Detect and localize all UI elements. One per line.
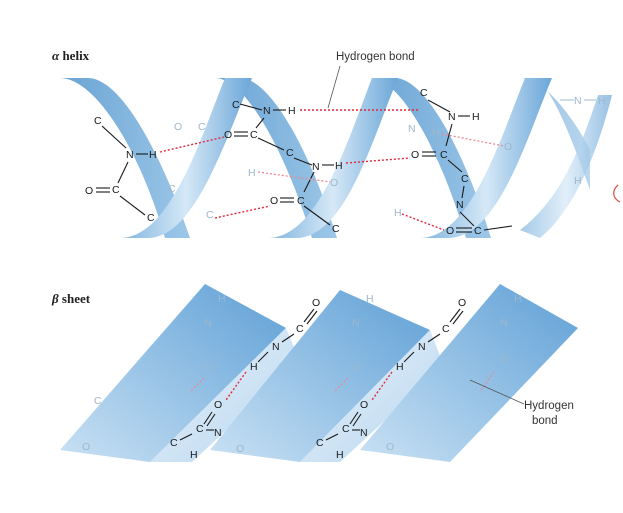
atom-c: C	[168, 183, 176, 195]
atom-h: H	[396, 361, 404, 373]
atom-c: C	[196, 423, 204, 435]
atom-c: C	[316, 437, 324, 449]
atom-o: O	[360, 399, 368, 411]
atom-h: H	[288, 105, 296, 117]
atom-o: O	[312, 297, 320, 309]
atom-n: N	[272, 341, 280, 353]
atom-c: C	[332, 223, 340, 235]
atom-n: N	[408, 123, 416, 135]
atom-o: O	[458, 297, 466, 309]
alpha-helix-backbone: C N H C O C C N H C O C N H C O C C N	[85, 87, 513, 237]
atom-c: C	[170, 437, 178, 449]
beta-sheet-backbone-faint: H N O C O H N O O H N O O	[82, 293, 522, 455]
atom-o: O	[224, 129, 232, 141]
alpha-helix-backbone-faint: O C H C C O H N H O N H H	[168, 95, 606, 221]
atom-n: N	[456, 199, 464, 211]
beta-hydrogen-bond-label-line1: Hydrogen	[524, 400, 574, 412]
atom-o: O	[85, 185, 93, 197]
atom-h: H	[218, 293, 226, 305]
atom-h: H	[574, 175, 582, 187]
atom-c: C	[94, 395, 102, 407]
atom-o: O	[411, 149, 419, 161]
atom-h: H	[149, 149, 157, 161]
alpha-hydrogen-bond-label: Hydrogen bond	[336, 51, 415, 63]
atom-n: N	[500, 317, 508, 329]
atom-c: C	[297, 195, 305, 207]
beta-hydrogen-bond-label-line2: bond	[532, 415, 558, 427]
atom-o: O	[174, 121, 182, 133]
atom-n: N	[352, 317, 360, 329]
alpha-helix-hydrogen-bonds	[159, 109, 505, 231]
atom-h: H	[335, 160, 343, 172]
atom-h: H	[366, 293, 374, 305]
atom-n: N	[126, 149, 134, 161]
atom-o: O	[352, 361, 360, 373]
atom-h: H	[598, 95, 606, 107]
atom-n: N	[263, 105, 271, 117]
atom-c: C	[250, 129, 258, 141]
atom-n: N	[574, 95, 582, 107]
atom-h: H	[190, 449, 198, 461]
atom-n: N	[448, 111, 456, 123]
atom-n: N	[418, 341, 426, 353]
atom-n: N	[312, 161, 320, 173]
atom-h: H	[248, 167, 256, 179]
atom-o: O	[386, 441, 394, 453]
atom-h: H	[432, 127, 440, 139]
beta-sheet-backbone: O C N H O C N H O C N C H O C N C H	[170, 297, 466, 461]
atom-o: O	[504, 141, 512, 153]
atom-c: C	[198, 121, 206, 133]
alpha-helix-ribbon	[60, 78, 612, 238]
atom-c: C	[296, 323, 304, 335]
atom-h: H	[472, 111, 480, 123]
atom-h: H	[514, 293, 522, 305]
atom-o: O	[236, 443, 244, 455]
atom-c: C	[461, 173, 469, 185]
atom-h: H	[394, 207, 402, 219]
atom-o: O	[204, 361, 212, 373]
atom-c: C	[94, 115, 102, 127]
atom-c: C	[232, 99, 240, 111]
atom-c: C	[286, 147, 294, 159]
beta-sheet-pleats	[60, 284, 578, 462]
beta-sheet-hydrogen-bonds	[189, 371, 495, 401]
beta-hydrogen-bond-callout: Hydrogen bond	[469, 379, 574, 427]
atom-o: O	[270, 195, 278, 207]
atom-n: N	[360, 427, 368, 439]
atom-o: O	[500, 353, 508, 365]
atom-o: O	[82, 441, 90, 453]
atom-o: O	[446, 225, 454, 237]
atom-c: C	[440, 149, 448, 161]
atom-c: C	[442, 323, 450, 335]
alpha-hydrogen-bond-callout: Hydrogen bond	[327, 51, 415, 109]
atom-h: H	[336, 449, 344, 461]
atom-c: C	[474, 225, 482, 237]
atom-c: C	[112, 184, 120, 196]
atom-o: O	[330, 177, 338, 189]
alpha-helix-title: α helix	[52, 48, 90, 63]
edge-mark	[613, 184, 621, 203]
atom-c: C	[147, 212, 155, 224]
atom-c: C	[420, 87, 428, 99]
atom-n: N	[204, 317, 212, 329]
atom-o: O	[214, 399, 222, 411]
beta-sheet-title: β sheet	[51, 291, 91, 306]
atom-c: C	[206, 209, 214, 221]
atom-h: H	[250, 361, 258, 373]
atom-n: N	[214, 427, 222, 439]
atom-c: C	[342, 423, 350, 435]
